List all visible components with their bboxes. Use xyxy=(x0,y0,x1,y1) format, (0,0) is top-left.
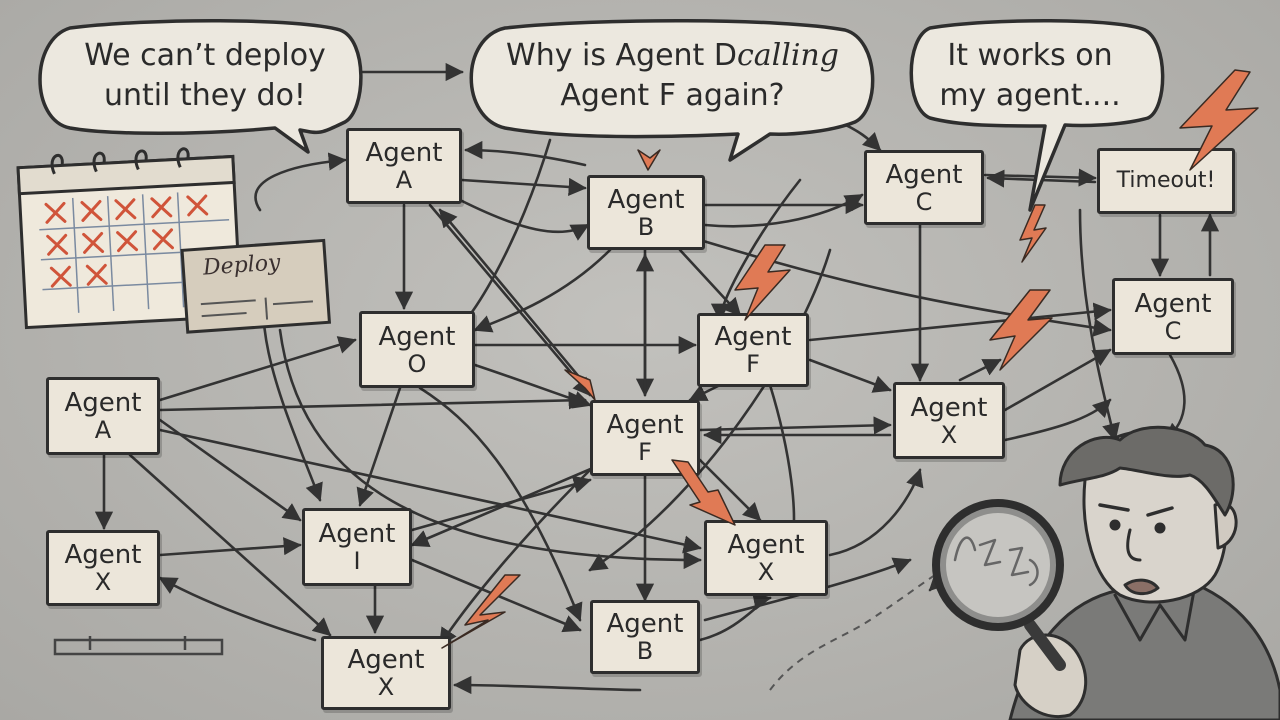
bubble-line: until they do! xyxy=(104,78,306,113)
agent-node-a-top[interactable]: Agent A xyxy=(346,128,462,204)
agent-label: Agent xyxy=(910,392,988,423)
agent-id: B xyxy=(636,637,654,665)
warning-mark-icon xyxy=(564,369,596,401)
timeout-label: Timeout! xyxy=(1116,168,1216,193)
agent-id: B xyxy=(637,212,655,241)
agent-node-x-mid[interactable]: Agent X xyxy=(704,520,828,596)
agent-label: Agent xyxy=(606,609,684,639)
agent-node-c-right[interactable]: Agent C xyxy=(1112,278,1234,355)
bubble-line: Agent F again? xyxy=(560,78,785,113)
agent-label: Agent xyxy=(606,410,684,440)
agent-node-a-left[interactable]: Agent A xyxy=(46,377,160,455)
lightning-bolt-icon xyxy=(989,289,1053,371)
agent-label: Agent xyxy=(318,519,396,549)
agent-id: I xyxy=(353,547,361,575)
deploy-note-card xyxy=(180,238,332,334)
agent-label: Agent xyxy=(885,159,963,190)
lightning-bolt-icon xyxy=(671,459,736,526)
agent-node-b-top[interactable]: Agent B xyxy=(587,175,705,250)
bubble-line: my agent.... xyxy=(939,78,1121,113)
speech-bubble-deploy-wait: We can’t deploy until they do! xyxy=(60,36,350,116)
agent-label: Agent xyxy=(1134,288,1212,319)
agent-node-x-left[interactable]: Agent X xyxy=(46,530,160,606)
agent-label: Agent xyxy=(607,184,685,215)
lightning-bolt-icon xyxy=(1179,69,1259,171)
agent-label: Agent xyxy=(64,540,142,570)
agent-label: Agent xyxy=(727,530,805,560)
bubble-text-calling: calling xyxy=(736,38,839,73)
agent-node-b-bottom[interactable]: Agent B xyxy=(590,600,700,674)
agent-label: Agent xyxy=(64,388,142,418)
bubble-line: We can’t deploy xyxy=(84,38,326,73)
agent-id: O xyxy=(407,349,427,378)
agent-node-i[interactable]: Agent I xyxy=(302,508,412,586)
agent-node-x-bottom[interactable]: Agent X xyxy=(321,636,451,710)
agent-id: C xyxy=(915,187,933,216)
timeout-node[interactable]: Timeout! xyxy=(1097,148,1235,214)
agent-id: X xyxy=(377,673,395,701)
agent-id: F xyxy=(638,438,652,466)
agent-node-x-right[interactable]: Agent X xyxy=(893,382,1005,459)
agent-node-f-mid[interactable]: Agent F xyxy=(697,313,809,387)
speech-bubble-why-calling: Why is Agent Dcalling Agent F again? xyxy=(480,36,865,116)
speech-bubble-works-on: It works on my agent.... xyxy=(915,36,1145,116)
agent-id: F xyxy=(746,350,760,378)
bubble-text-why: Why is Agent D xyxy=(506,38,737,73)
agent-id: A xyxy=(395,166,413,194)
agent-node-o[interactable]: Agent O xyxy=(359,311,475,388)
agent-label: Agent xyxy=(365,138,443,168)
warning-mark-icon xyxy=(637,149,661,171)
lightning-bolt-icon xyxy=(1019,204,1047,263)
bubble-line: It works on xyxy=(947,38,1113,73)
agent-id: C xyxy=(1164,316,1182,345)
agent-label: Agent xyxy=(378,321,456,352)
agent-id: X xyxy=(94,568,112,596)
agent-id: X xyxy=(757,558,775,586)
agent-id: X xyxy=(940,420,958,449)
lightning-bolt-icon xyxy=(441,574,521,649)
agent-node-c-top[interactable]: Agent C xyxy=(864,150,984,225)
agent-label: Agent xyxy=(347,645,425,675)
bubble-line: Why is Agent Dcalling xyxy=(480,36,865,76)
agent-label: Agent xyxy=(714,322,792,352)
lightning-bolt-icon xyxy=(734,244,791,321)
magnifying-glass-icon xyxy=(932,499,1064,631)
agent-id: A xyxy=(94,416,112,444)
